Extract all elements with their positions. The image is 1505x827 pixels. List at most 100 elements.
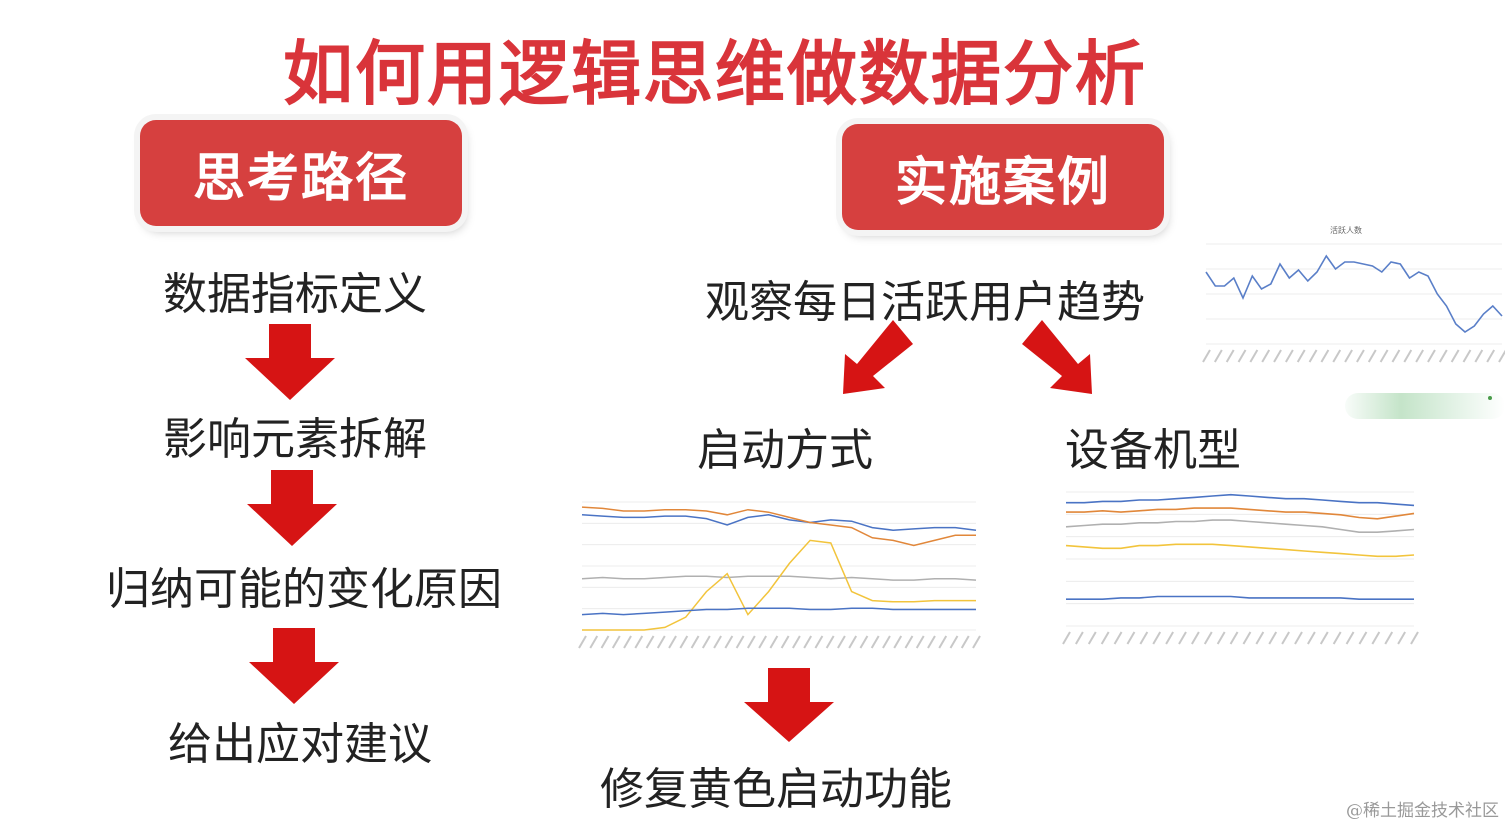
tick-label — [1319, 631, 1329, 645]
tick-label — [1345, 631, 1355, 645]
tick-label — [1367, 349, 1377, 363]
tick-label — [1191, 631, 1200, 645]
tick-label — [656, 635, 666, 649]
startup-method-chart — [578, 501, 981, 649]
tick-label — [1261, 349, 1271, 363]
series-line — [1205, 254, 1503, 333]
tick-label — [645, 635, 655, 649]
tick-label — [1237, 349, 1247, 363]
series-line — [1065, 543, 1415, 558]
tick-label — [1285, 349, 1294, 363]
branch-left-text: 启动方式 — [697, 425, 873, 476]
tick-label — [803, 635, 813, 649]
tick-label — [1178, 631, 1187, 645]
tick-label — [668, 635, 677, 649]
tick-label — [1113, 631, 1123, 645]
tick-label — [1255, 631, 1265, 645]
tick-label — [1498, 349, 1505, 363]
step-4-text: 给出应对建议 — [168, 719, 432, 770]
down-arrow-icon — [744, 668, 834, 742]
tick-label — [1356, 349, 1365, 363]
conclusion-text: 修复黄色启动功能 — [600, 764, 952, 815]
down-left-arrow-icon — [843, 320, 913, 394]
series-line — [1065, 519, 1415, 534]
series-line — [581, 506, 976, 547]
series-line — [581, 575, 977, 581]
tick-label — [1294, 631, 1303, 645]
tick-label — [792, 635, 801, 649]
series-line — [581, 607, 976, 616]
tick-label — [1462, 349, 1472, 363]
tick-label — [735, 635, 745, 649]
tick-label — [904, 635, 914, 649]
tick-label — [713, 635, 722, 649]
step-2-text: 影响元素拆解 — [163, 414, 427, 465]
tick-label — [1281, 631, 1290, 645]
watermark: @稀土掘金技术社区 — [1346, 801, 1499, 821]
tick-label — [578, 635, 587, 649]
tick-label — [1296, 349, 1306, 363]
tick-label — [600, 635, 610, 649]
tick-label — [1332, 631, 1342, 645]
tick-label — [1126, 631, 1136, 645]
tick-label — [960, 635, 970, 649]
down-arrow-icon — [245, 324, 335, 400]
down-right-arrow-icon — [1022, 320, 1092, 394]
right-header-pill: 实施案例 — [842, 124, 1164, 230]
tick-label — [837, 635, 846, 649]
tick-label — [724, 635, 734, 649]
tick-label — [1332, 349, 1342, 363]
tick-label — [589, 635, 599, 649]
down-arrow-icon — [247, 470, 337, 546]
tick-label — [746, 635, 756, 649]
tick-label — [1384, 631, 1394, 645]
tick-label — [1165, 631, 1174, 645]
tick-label — [1139, 631, 1149, 645]
series-line — [582, 539, 976, 631]
tick-label — [690, 635, 700, 649]
tick-label — [949, 635, 959, 649]
tick-label — [1268, 631, 1278, 645]
tick-label — [1249, 349, 1259, 363]
tick-label — [1344, 349, 1353, 363]
step-1-text: 数据指标定义 — [163, 269, 427, 320]
chart-title: 活跃人数 — [1330, 225, 1362, 235]
tick-label — [1307, 631, 1316, 645]
tick-label — [1403, 349, 1413, 363]
tick-label — [1242, 631, 1252, 645]
tick-label — [1229, 631, 1239, 645]
tick-label — [1216, 631, 1226, 645]
tick-label — [769, 635, 779, 649]
tick-label — [1358, 631, 1368, 645]
tick-label — [1397, 631, 1406, 645]
left-header-pill: 思考路径 — [140, 120, 462, 226]
tick-label — [1415, 349, 1424, 363]
tick-label — [758, 635, 767, 649]
series-line — [1066, 507, 1415, 520]
tick-label — [870, 635, 880, 649]
tick-label — [1391, 349, 1401, 363]
series-line — [581, 514, 977, 531]
status-dot — [1488, 396, 1492, 400]
tick-label — [915, 635, 925, 649]
tick-label — [1075, 631, 1084, 645]
tick-label — [780, 635, 790, 649]
step-3-text: 归纳可能的变化原因 — [106, 564, 502, 615]
series-line — [1066, 595, 1414, 600]
slide-title: 如何用逻辑思维做数据分析 — [283, 33, 1147, 115]
tick-label — [972, 635, 981, 649]
tick-label — [1486, 349, 1496, 363]
tick-label — [1427, 349, 1436, 363]
blurred-overlay — [1345, 393, 1505, 419]
tick-label — [679, 635, 689, 649]
tick-label — [1410, 631, 1419, 645]
tick-label — [1320, 349, 1330, 363]
tick-label — [1087, 631, 1097, 645]
tick-label — [927, 635, 936, 649]
tick-label — [882, 635, 891, 649]
tick-label — [1203, 631, 1213, 645]
tick-label — [623, 635, 632, 649]
tick-label — [1225, 349, 1235, 363]
observe-text: 观察每日活跃用户趋势 — [705, 277, 1145, 328]
tick-label — [1152, 631, 1162, 645]
